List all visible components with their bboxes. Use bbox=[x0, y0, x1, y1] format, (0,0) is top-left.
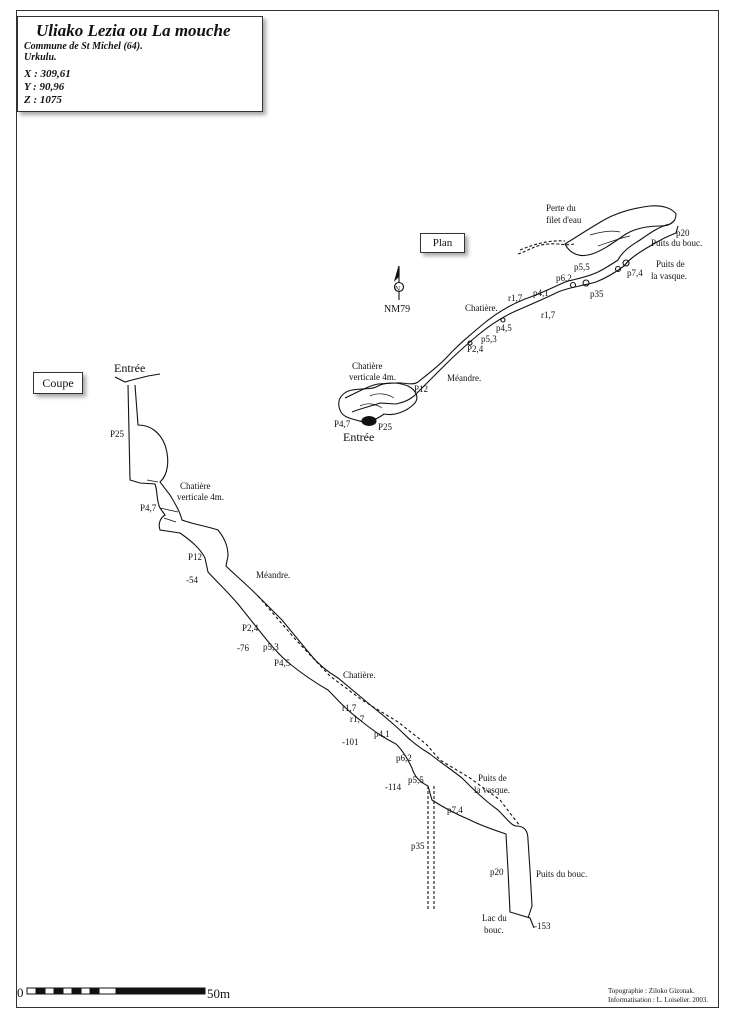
plan-upper-chamber bbox=[564, 205, 677, 257]
plan-label-chatiere-v1: Chatière bbox=[352, 361, 383, 371]
cave-title: Uliako Lezia ou La mouche bbox=[36, 21, 231, 40]
coupe-label-chatiere: Chatière. bbox=[343, 670, 376, 680]
plan-label-entree: Entrée bbox=[343, 430, 374, 444]
coord-z: Z : 1075 bbox=[24, 94, 62, 106]
coupe-label-lac1: Lac du bbox=[482, 913, 507, 923]
coupe-label-entree: Entrée bbox=[114, 361, 145, 375]
plan-label-p24: P2,4 bbox=[467, 344, 484, 354]
stream-dashed bbox=[517, 243, 575, 255]
section-left-wall bbox=[127, 384, 535, 929]
plan-label-meandre: Méandre. bbox=[447, 373, 481, 383]
locality-text: Urkulu. bbox=[24, 52, 57, 63]
coupe-label-d114: -114 bbox=[385, 782, 402, 792]
coupe-label-r17b: r1,7 bbox=[350, 714, 365, 724]
north-symbol: N bbox=[395, 285, 400, 293]
coupe-label-d101: -101 bbox=[342, 737, 359, 747]
surface-line bbox=[114, 373, 161, 383]
credit-info: Informatisation : L. Loiselier. 2003. bbox=[608, 996, 709, 1004]
section-dashed-ceiling bbox=[257, 595, 521, 827]
p35-shaft bbox=[427, 786, 435, 910]
credit-topo: Topographie : Ziloko Gizonak. bbox=[608, 987, 695, 995]
coupe-label-p20: p20 bbox=[490, 867, 504, 877]
section-right-wall bbox=[134, 384, 533, 919]
coupe-label-p74: p7,4 bbox=[447, 805, 463, 815]
plan-view bbox=[338, 205, 679, 427]
plan-label-p55: p5,5 bbox=[574, 262, 590, 272]
plan-label-p35: p35 bbox=[590, 289, 604, 299]
credits: Topographie : Ziloko Gizonak. Informatis… bbox=[608, 987, 708, 1005]
coupe-label-puits-bouc: Puits du bouc. bbox=[536, 869, 587, 879]
coupe-label-p25: P25 bbox=[110, 429, 125, 439]
coupe-label-p53: p5,3 bbox=[263, 642, 279, 652]
coord-x: X : 309,61 bbox=[24, 68, 71, 80]
coupe-label-lac2: bouc. bbox=[484, 925, 504, 935]
plan-label-p20: p20 bbox=[676, 228, 690, 238]
coupe-label-p41: p4,1 bbox=[374, 729, 390, 739]
plan-label-box: Plan bbox=[420, 233, 465, 253]
plan-entrance-chamber bbox=[338, 382, 418, 423]
commune-text: Commune de St Michel (64). bbox=[24, 41, 143, 52]
plan-label-r17b: r1,7 bbox=[541, 310, 556, 320]
coupe-label-d54: -54 bbox=[186, 575, 198, 585]
north-label: NM79 bbox=[384, 304, 410, 315]
section-view bbox=[114, 373, 535, 929]
coupe-label-p24: P2,4 bbox=[242, 623, 259, 633]
coupe-label-p12: P12 bbox=[188, 552, 202, 562]
plan-label-puits-bouc: Puits du bouc. bbox=[651, 238, 702, 248]
coupe-label-p47: P4,7 bbox=[140, 503, 157, 513]
title-block: Uliako Lezia ou La mouche Commune de St … bbox=[17, 16, 263, 112]
plan-label-p74: p7,4 bbox=[627, 268, 643, 278]
coupe-label-p62: p6,2 bbox=[396, 753, 412, 763]
plan-label-p62: p6,2 bbox=[556, 273, 572, 283]
coupe-label-meandre: Méandre. bbox=[256, 570, 290, 580]
plan-gallery-upper bbox=[344, 219, 676, 399]
coupe-label-p55: p5,5 bbox=[408, 775, 424, 785]
plan-label-filet: filet d'eau bbox=[546, 215, 582, 225]
entrance-pit-icon bbox=[361, 415, 377, 427]
coordinates: X : 309,61 Y : 90,96 Z : 1075 bbox=[24, 68, 256, 107]
plan-label-p41: p4,1 bbox=[533, 288, 549, 298]
coupe-label-box: Coupe bbox=[33, 372, 83, 394]
plan-label-perte: Perte du bbox=[546, 203, 576, 213]
plan-label-chatiere: Chatière. bbox=[465, 303, 498, 313]
scale-end: 50m bbox=[207, 986, 230, 1001]
scale-start: 0 bbox=[17, 985, 24, 1000]
coupe-label-chatiere-v2: verticale 4m. bbox=[177, 492, 224, 502]
plan-label-r17a: r1,7 bbox=[508, 293, 523, 303]
coupe-label-puits-de: Puits de bbox=[478, 773, 507, 783]
coord-y: Y : 90,96 bbox=[24, 81, 65, 93]
coupe-label-p45: P4,5 bbox=[274, 658, 291, 668]
plan-label-p45: p4,5 bbox=[496, 323, 512, 333]
map-frame bbox=[16, 10, 719, 1008]
coupe-label-r17a: r1,7 bbox=[342, 703, 357, 713]
plan-gallery-lower bbox=[351, 225, 679, 413]
coupe-label-d153: -153 bbox=[534, 921, 551, 931]
plan-label-p47: P4,7 bbox=[334, 419, 351, 429]
plan-label-vasque: la vasque. bbox=[651, 271, 687, 281]
plan-label-chatiere-v2: verticale 4m. bbox=[349, 372, 396, 382]
coupe-label-vasque: la vasque. bbox=[474, 785, 510, 795]
plan-label-p53: p5,3 bbox=[481, 334, 497, 344]
coupe-label-p35: p35 bbox=[411, 841, 425, 851]
scale-bar: 0 50m bbox=[17, 985, 230, 1001]
coupe-label-chatiere-v1: Chatière bbox=[180, 481, 211, 491]
coupe-label-d76: -76 bbox=[237, 643, 249, 653]
plan-label-p12: P12 bbox=[414, 384, 428, 394]
plan-label-puits-de: Puits de bbox=[656, 259, 685, 269]
north-arrow-icon bbox=[393, 265, 405, 300]
plan-label-p25: P25 bbox=[378, 422, 393, 432]
